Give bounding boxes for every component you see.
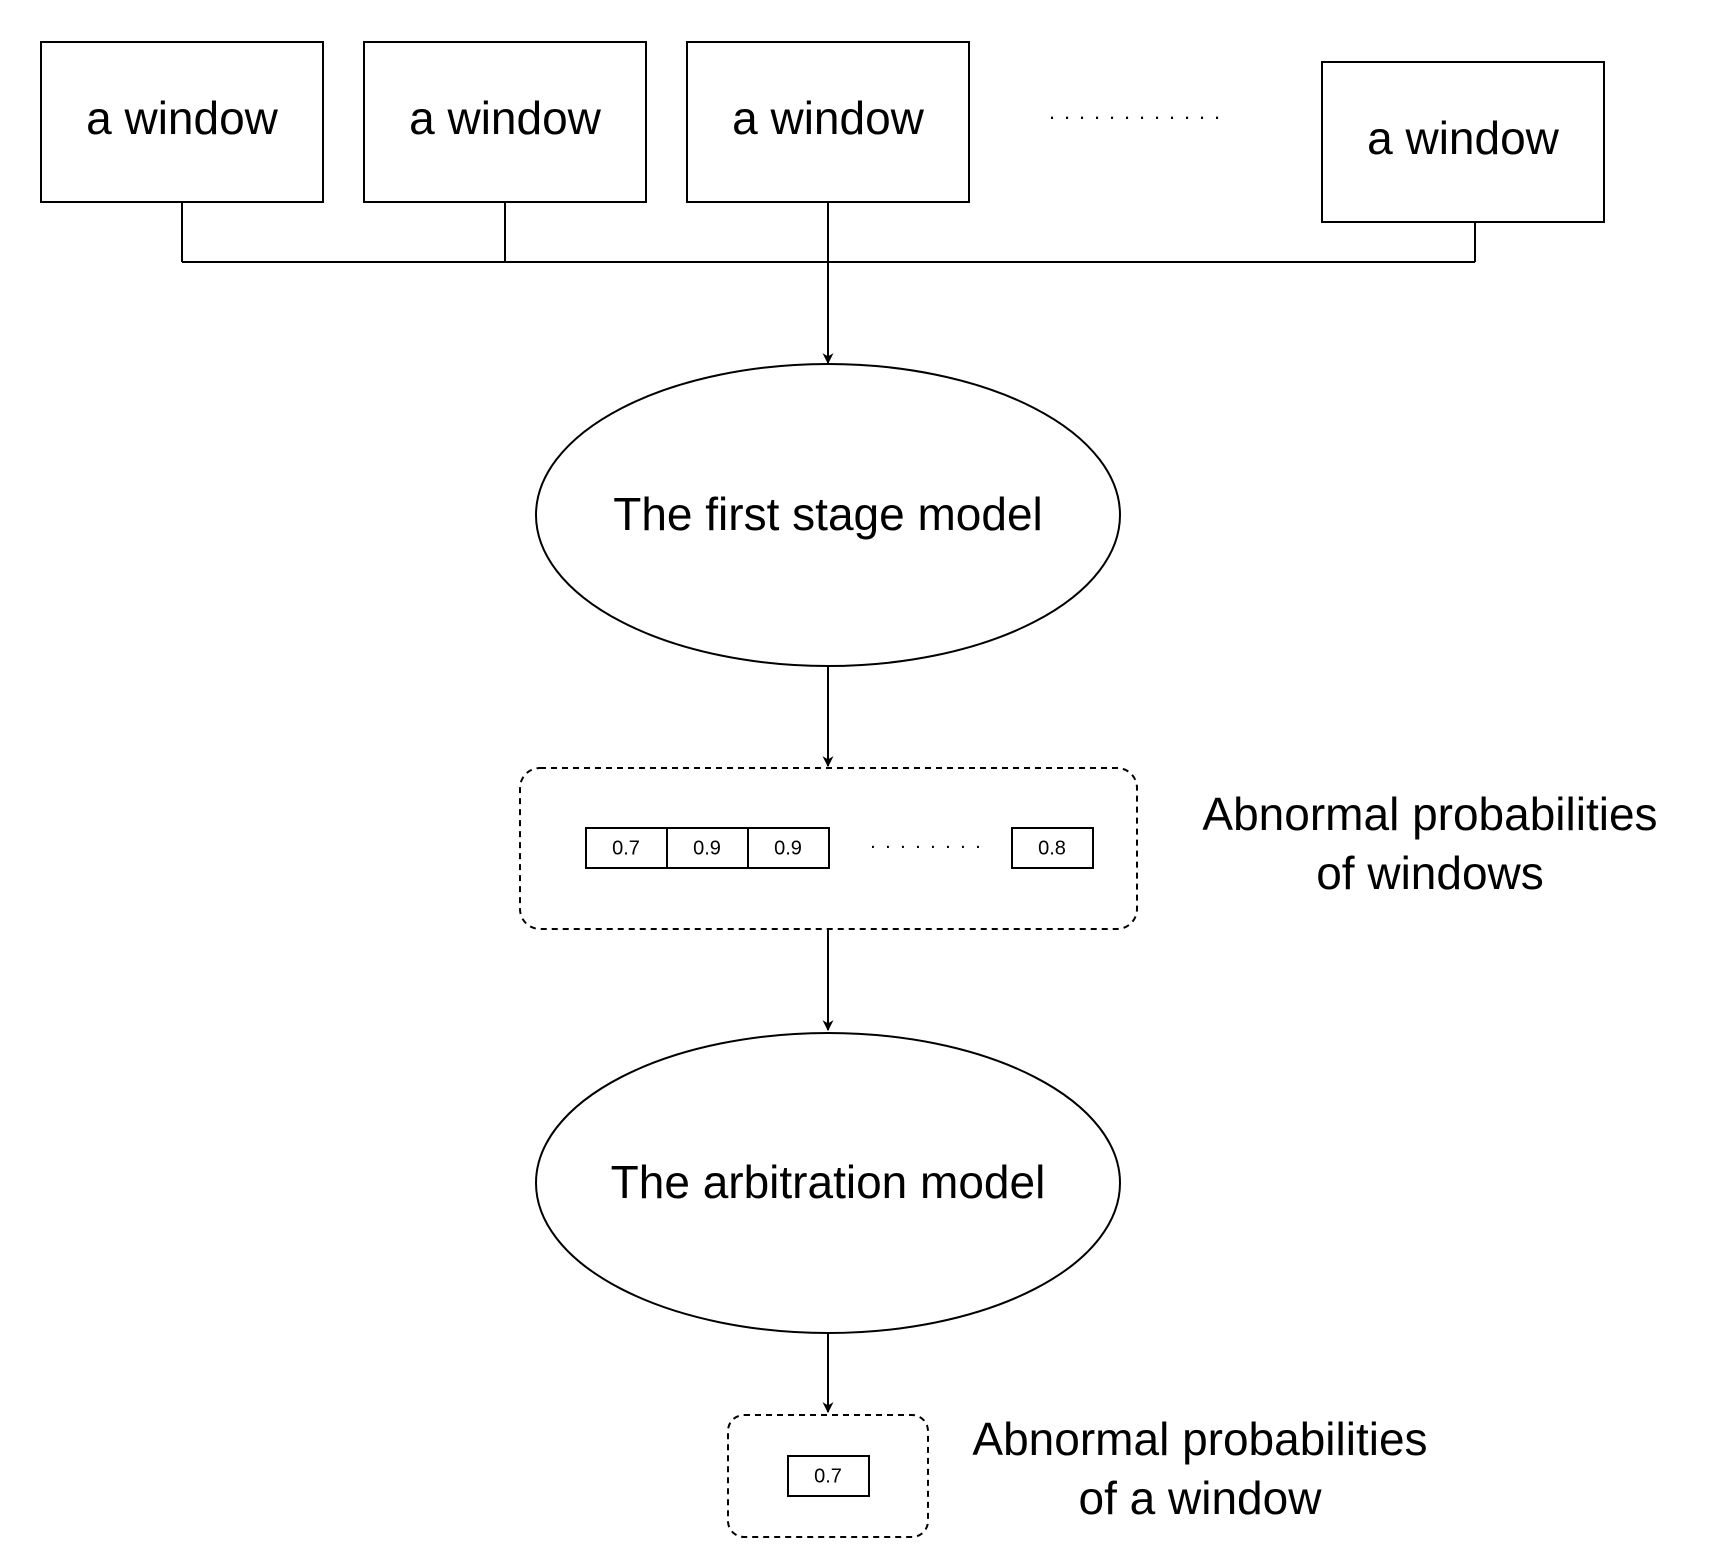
window-box-3: a window	[686, 41, 970, 203]
ellipsis-dot: ·	[1048, 104, 1055, 129]
ellipsis-dot: ·	[1183, 104, 1190, 129]
probability-cell: 0.7	[787, 1455, 870, 1497]
ellipsis-dot: ·	[1198, 104, 1205, 129]
caption-line-2: of a window	[1079, 1472, 1323, 1524]
ellipsis-dot: ·	[1063, 104, 1070, 129]
ellipsis-dot: ·	[870, 835, 877, 857]
ellipsis-dot: ·	[1123, 104, 1130, 129]
window-box-1: a window	[40, 41, 324, 203]
probability-cell: 0.9	[747, 827, 830, 869]
probability-value: 0.9	[774, 837, 802, 859]
probability-value: 0.8	[1038, 837, 1066, 859]
ellipsis-dot: ·	[1078, 104, 1085, 129]
final-probability-group: 0.7	[727, 1414, 929, 1538]
probability-cell: 0.8	[1011, 827, 1094, 869]
window-label: a window	[732, 92, 925, 144]
window-label: a window	[86, 92, 279, 144]
window-label: a window	[1367, 112, 1560, 164]
ellipsis-dot: ·	[1168, 104, 1175, 129]
ellipsis-dot: ·	[960, 835, 967, 857]
ellipsis-dot: ·	[930, 835, 937, 857]
first-stage-model-label: The first stage model	[613, 488, 1043, 540]
probability-cell: 0.9	[666, 827, 749, 869]
ellipsis-dot: ·	[1153, 104, 1160, 129]
window-probabilities-group: 0.7 0.9 0.9 · · · · · · · · 0.8	[519, 767, 1138, 930]
ellipsis-dot: ·	[1138, 104, 1145, 129]
window-ellipsis: · · · · · · · · · · · ·	[1048, 104, 1220, 129]
caption-line-1: Abnormal probabilities	[1202, 788, 1657, 840]
ellipsis-dot: ·	[915, 835, 922, 857]
probability-value: 0.7	[612, 837, 640, 859]
first-stage-model-node: The first stage model	[535, 363, 1121, 667]
ellipsis-dot: ·	[1093, 104, 1100, 129]
ellipsis-dot: ·	[1213, 104, 1220, 129]
window-box-2: a window	[363, 41, 647, 203]
arbitration-model-label: The arbitration model	[611, 1156, 1046, 1208]
ellipsis-dot: ·	[900, 835, 907, 857]
probability-value: 0.9	[693, 837, 721, 859]
ellipsis-dot: ·	[945, 835, 952, 857]
probability-cell: 0.7	[585, 827, 668, 869]
arbitration-model-node: The arbitration model	[535, 1032, 1121, 1334]
ellipsis-dot: ·	[975, 835, 982, 857]
probability-value: 0.7	[814, 1465, 842, 1487]
caption-line-2: of windows	[1316, 847, 1544, 899]
ellipsis-dot: ·	[885, 835, 892, 857]
caption-line-1: Abnormal probabilities	[972, 1413, 1427, 1465]
final-probability-caption: Abnormal probabilities of a window	[972, 1413, 1427, 1524]
ellipsis-dot: ·	[1108, 104, 1115, 129]
window-label: a window	[409, 92, 602, 144]
probability-ellipsis: · · · · · · · ·	[870, 835, 982, 857]
window-probabilities-caption: Abnormal probabilities of windows	[1202, 788, 1657, 899]
window-box-4: a window	[1321, 61, 1605, 223]
